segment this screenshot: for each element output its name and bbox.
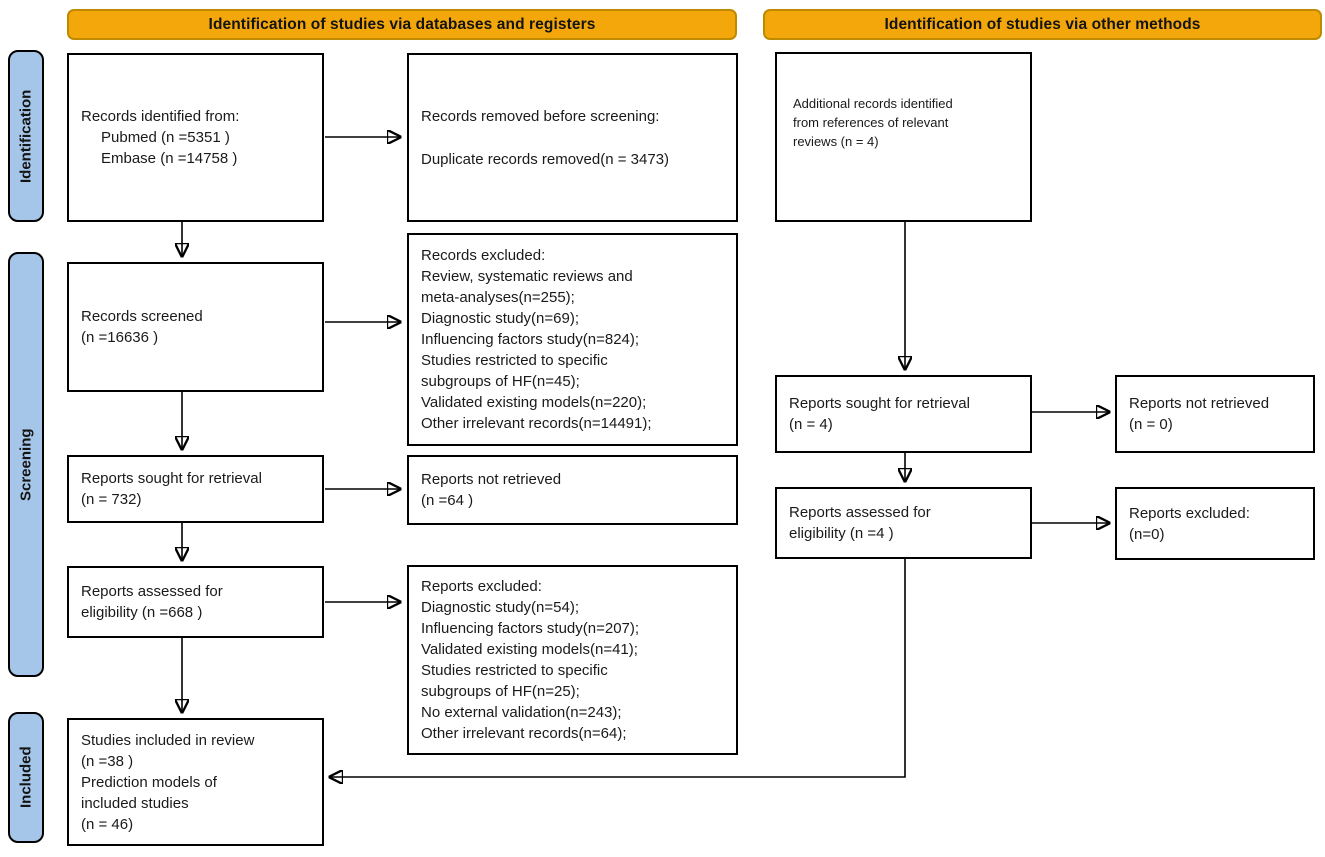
reports-sought-other-box: Reports sought for retrieval (n = 4) bbox=[775, 375, 1032, 453]
box-text-line: (n=0) bbox=[1129, 525, 1165, 543]
box-text-line: Review, systematic reviews and bbox=[421, 268, 633, 285]
header-databases-label: Identification of studies via databases … bbox=[208, 15, 596, 33]
box-text-line: (n = 4) bbox=[789, 416, 833, 433]
box-text-line: Diagnostic study(n=69); bbox=[421, 310, 579, 327]
box-text-line: Reports sought for retrieval bbox=[789, 395, 970, 412]
reports-assessed-box: Reports assessed for eligibility (n =668… bbox=[67, 566, 324, 638]
reports-excluded-box: Reports excluded: Diagnostic study(n=54)… bbox=[407, 565, 738, 755]
box-text-line: Other irrelevant records(n=14491); bbox=[421, 415, 652, 432]
box-text-line: Reports excluded: bbox=[421, 578, 542, 595]
box-text-line: Embase (n =14758 ) bbox=[101, 150, 238, 167]
records-excluded-box: Records excluded: Review, systematic rev… bbox=[407, 233, 738, 446]
additional-records-box: Additional records identified from refer… bbox=[775, 52, 1032, 222]
box-text-line: (n =16636 ) bbox=[81, 329, 159, 346]
box-text-line: from references of relevant bbox=[793, 115, 949, 130]
box-text-line: Reports not retrieved bbox=[421, 471, 562, 488]
records-screened-box: Records screened (n =16636 ) bbox=[67, 262, 324, 392]
box-text-line: (n =38 ) bbox=[81, 752, 134, 770]
reports-not-retrieved-box: Reports not retrieved (n =64 ) bbox=[407, 455, 738, 525]
box-text-line: Additional records identified bbox=[793, 96, 953, 111]
stage-label-included: Included bbox=[8, 712, 44, 843]
stage-identification-text: Identification bbox=[17, 89, 35, 183]
box-text-line: Records identified from: bbox=[81, 108, 240, 125]
box-text-line: Validated existing models(n=220); bbox=[421, 394, 647, 411]
box-text-line: Influencing factors study(n=207); bbox=[421, 620, 640, 637]
box-text-line: included studies bbox=[81, 794, 189, 812]
box-text-line: Reports excluded: bbox=[1129, 504, 1250, 522]
box-text-line: (n = 0) bbox=[1129, 416, 1173, 433]
reports-assessed-other-box: Reports assessed for eligibility (n =4 ) bbox=[775, 487, 1032, 559]
header-databases-registers: Identification of studies via databases … bbox=[67, 9, 737, 40]
box-text-line: eligibility (n =4 ) bbox=[789, 525, 894, 542]
stage-label-identification: Identification bbox=[8, 50, 44, 222]
stage-included-text: Included bbox=[17, 746, 35, 809]
box-text-line: Studies restricted to specific bbox=[421, 662, 608, 679]
stage-label-screening: Screening bbox=[8, 252, 44, 677]
reports-excluded-other-box: Reports excluded: (n=0) bbox=[1115, 487, 1315, 560]
reports-not-retrieved-other-box: Reports not retrieved (n = 0) bbox=[1115, 375, 1315, 453]
box-text-line: eligibility (n =668 ) bbox=[81, 604, 203, 621]
box-text-line: Validated existing models(n=41); bbox=[421, 641, 638, 658]
box-text-line: Duplicate records removed(n = 3473) bbox=[421, 150, 670, 168]
box-text-line: Prediction models of bbox=[81, 773, 217, 791]
records-identified-box: Records identified from: Pubmed (n =5351… bbox=[67, 53, 324, 222]
box-text-line: Records removed before screening: bbox=[421, 107, 660, 125]
box-text-line: reviews (n = 4) bbox=[793, 134, 879, 149]
box-text-line: (n =64 ) bbox=[421, 492, 474, 509]
box-text-line: Records screened bbox=[81, 308, 203, 325]
header-other-methods: Identification of studies via other meth… bbox=[763, 9, 1322, 40]
box-text-line: subgroups of HF(n=45); bbox=[421, 373, 580, 390]
box-text-line: meta-analyses(n=255); bbox=[421, 289, 575, 306]
records-removed-box: Records removed before screening: Duplic… bbox=[407, 53, 738, 222]
stage-screening-text: Screening bbox=[17, 428, 35, 501]
arrow-assessed-other-to-included bbox=[330, 559, 906, 777]
box-text-line: Reports assessed for bbox=[81, 583, 223, 600]
box-text-line: Records excluded: bbox=[421, 247, 546, 264]
box-text-line: Influencing factors study(n=824); bbox=[421, 331, 640, 348]
box-text-line: Pubmed (n =5351 ) bbox=[101, 129, 230, 146]
studies-included-box: Studies included in review (n =38 ) Pred… bbox=[67, 718, 324, 846]
box-text-line: Studies restricted to specific bbox=[421, 352, 608, 369]
box-text-line: Reports sought for retrieval bbox=[81, 470, 262, 487]
box-text-line: Other irrelevant records(n=64); bbox=[421, 725, 627, 742]
box-text-line: subgroups of HF(n=25); bbox=[421, 683, 580, 700]
box-text-line: Reports not retrieved bbox=[1129, 395, 1270, 412]
box-text-line: No external validation(n=243); bbox=[421, 704, 622, 721]
reports-sought-box: Reports sought for retrieval (n = 732) bbox=[67, 455, 324, 523]
box-text-line: Studies included in review bbox=[81, 731, 255, 749]
box-text-line: (n = 732) bbox=[81, 491, 142, 508]
box-text-line: Reports assessed for bbox=[789, 504, 931, 521]
header-other-methods-label: Identification of studies via other meth… bbox=[884, 15, 1201, 33]
box-text-line: (n = 46) bbox=[81, 815, 134, 833]
box-text-line: Diagnostic study(n=54); bbox=[421, 599, 579, 616]
